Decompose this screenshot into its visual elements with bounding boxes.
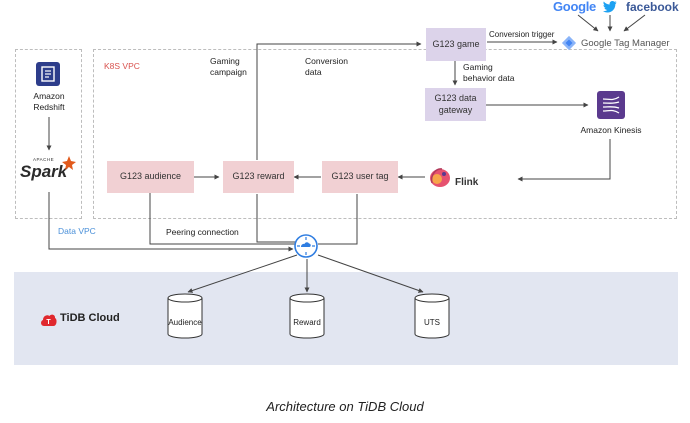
amazon-kinesis-label: Amazon Kinesis <box>580 125 642 135</box>
peering-connection-label: Peering connection <box>166 227 239 237</box>
data-vpc-label: Data VPC <box>58 226 96 236</box>
redshift-icon <box>36 62 60 86</box>
k8s-vpc-label: K8S VPC <box>104 61 140 71</box>
flink-label: Flink <box>455 177 479 188</box>
google-logo: Google <box>553 0 596 14</box>
g123-user-tag-box: G123 user tag <box>322 161 398 193</box>
gaming-behavior-data-label: Gaming behavior data <box>463 62 515 84</box>
spark-star-icon <box>62 156 76 170</box>
edge-conversion-data <box>318 194 358 245</box>
edge-router-uts-db <box>317 254 424 293</box>
uts-db: UTS <box>414 293 450 339</box>
audience-db: Audience <box>167 293 203 339</box>
conversion-data-label: Conversion data <box>305 56 348 78</box>
google-tag-manager-label: Google Tag Manager <box>581 38 670 49</box>
edge-reward-router <box>256 194 298 243</box>
g123-user-tag-label: G123 user tag <box>331 171 389 182</box>
facebook-label: facebook <box>626 0 679 14</box>
peering-router-icon <box>294 234 318 258</box>
g123-game-box: G123 game <box>426 28 486 61</box>
uts-db-label: UTS <box>424 318 440 327</box>
edge-facebook-gtm <box>623 14 646 32</box>
gaming-campaign-label: Gaming campaign <box>210 56 247 78</box>
tidb-cloud-label: TiDB Cloud <box>60 312 120 324</box>
spark-label: Spark <box>20 162 68 181</box>
amazon-kinesis-icon <box>597 91 625 119</box>
edge-audience-router <box>149 192 296 245</box>
conversion-trigger-label: Conversion trigger <box>489 30 555 39</box>
reward-db: Reward <box>289 293 325 339</box>
svg-text:T: T <box>46 319 51 326</box>
edge-spark-router <box>48 192 294 252</box>
tidb-cloud-logo-icon: T <box>40 312 57 327</box>
flink-squirrel-icon <box>428 165 454 189</box>
edge-reward-game <box>256 41 422 160</box>
g123-reward-box: G123 reward <box>223 161 294 193</box>
edge-router-audience-db <box>187 254 298 293</box>
google-label: Google <box>553 0 596 14</box>
reward-db-label: Reward <box>293 318 321 327</box>
diagram-caption: Architecture on TiDB Cloud <box>266 399 424 414</box>
g123-data-gateway-box: G123 data gateway <box>425 88 486 121</box>
google-tag-manager-icon <box>561 35 577 51</box>
g123-game-label: G123 game <box>432 38 480 49</box>
spark-logo: Spark <box>20 156 76 186</box>
g123-audience-box: G123 audience <box>107 161 194 193</box>
g123-reward-label: G123 reward <box>232 171 285 182</box>
spark-apache-label: APACHE <box>33 157 55 162</box>
redshift-label: Amazon Redshift <box>33 91 65 112</box>
g123-audience-label: G123 audience <box>119 171 182 182</box>
twitter-icon <box>602 1 617 13</box>
g123-data-gateway-label: G123 data gateway <box>434 93 477 115</box>
edge-kinesis-flink <box>517 139 611 182</box>
edge-google-gtm <box>577 14 599 32</box>
tidb-cloud-band <box>14 272 678 365</box>
k8s-vpc-zone <box>93 49 677 219</box>
audience-db-label: Audience <box>168 318 202 327</box>
facebook-logo: facebook <box>626 0 679 14</box>
